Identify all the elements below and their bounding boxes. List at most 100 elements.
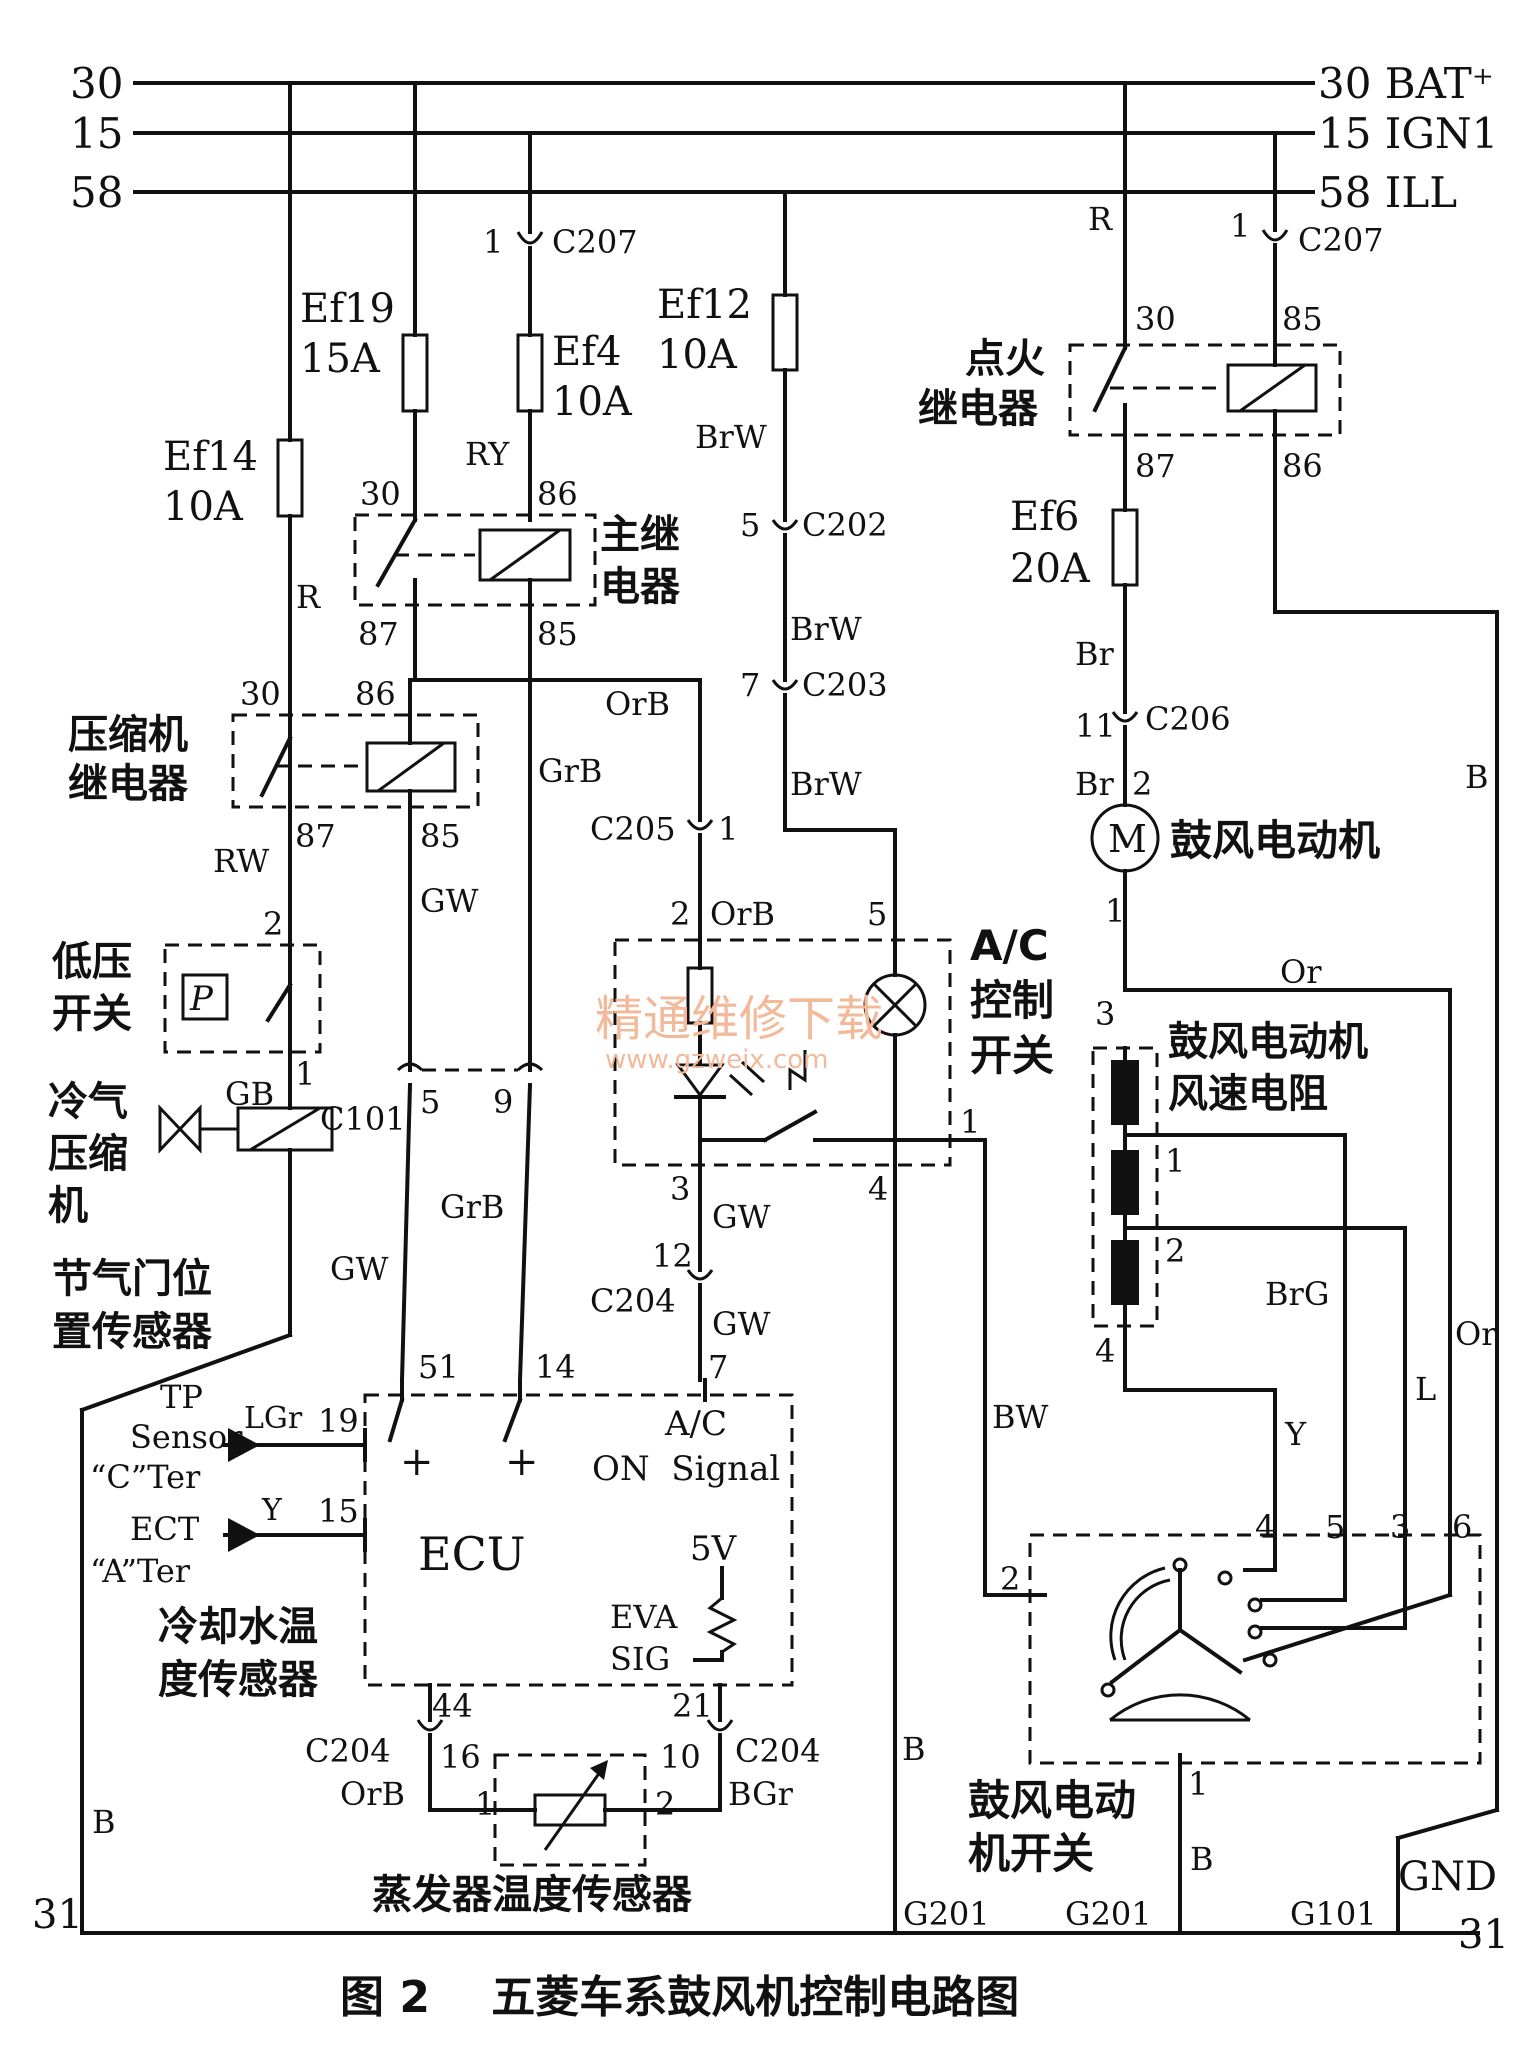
- c207-pin1-left: 1: [483, 223, 503, 261]
- c101-pin5: 5: [420, 1083, 440, 1121]
- comp-relay-pin85: 85: [420, 817, 461, 855]
- gnd-label: GND: [1398, 1854, 1497, 1900]
- wire-orb-upper: OrB: [605, 685, 670, 723]
- wire-brw-1: BrW: [695, 418, 767, 456]
- ef14-branch-wiring: [79, 81, 304, 1935]
- wire-or-top: Or: [1280, 953, 1322, 991]
- blower-switch-pin1: 1: [1188, 1765, 1208, 1803]
- c206-label: C206: [1145, 700, 1231, 738]
- blower-switch-pin3: 3: [1390, 1508, 1410, 1546]
- wire-bw: BW: [992, 1398, 1049, 1436]
- pressure-symbol: P: [189, 979, 214, 1019]
- ground-g101: G101: [1290, 1895, 1377, 1933]
- ef12-name: Ef12: [657, 282, 752, 328]
- ef6-name: Ef6: [1010, 494, 1079, 540]
- wire-gb: GB: [225, 1075, 274, 1113]
- ecu-pin44: 44: [432, 1687, 473, 1725]
- motor-pin1: 1: [1105, 892, 1125, 930]
- ef14-name: Ef14: [163, 434, 258, 480]
- comp-relay-pin30: 30: [240, 675, 281, 713]
- c207-left-label: C207: [552, 223, 638, 261]
- resistor-pin3: 3: [1095, 995, 1115, 1033]
- wire-brw-3: BrW: [790, 765, 862, 803]
- c203-pin7: 7: [740, 666, 760, 704]
- ac-switch-pin3: 3: [670, 1170, 690, 1208]
- wire-r-ign: R: [1088, 200, 1113, 238]
- ecu-sig: SIG: [610, 1640, 670, 1678]
- wire-b-switch: B: [1190, 1840, 1214, 1878]
- ecu-ac-signal-1: A/C: [664, 1404, 727, 1444]
- bus-bat-label: 30 BAT⁺: [1318, 59, 1494, 108]
- c101-pin9: 9: [493, 1083, 513, 1121]
- ef19-rating: 15A: [300, 336, 381, 382]
- wire-brg: BrG: [1265, 1275, 1329, 1313]
- ign-relay-pin85: 85: [1282, 300, 1323, 338]
- ecu-pin21: 21: [672, 1687, 713, 1725]
- ef4-branch-wiring: [516, 131, 544, 1383]
- ac-switch-label-1: A/C: [970, 921, 1049, 970]
- wire-r-ef14: R: [296, 578, 321, 616]
- evaporator-sensor: [416, 1719, 734, 1867]
- main-relay: [353, 513, 597, 607]
- wire-orb-evap: OrB: [340, 1775, 405, 1813]
- resistor-pin2: 2: [1165, 1232, 1185, 1270]
- motor-symbol: M: [1108, 817, 1147, 861]
- ecu-plus-1: +: [400, 1439, 434, 1485]
- c204-pin10: 10: [660, 1738, 701, 1776]
- ecu-pin14: 14: [535, 1348, 576, 1386]
- speed-resistor: [1091, 1046, 1407, 1630]
- ground-31-right-label: 31: [1458, 1912, 1509, 1958]
- bus-58-label: 58: [70, 168, 123, 217]
- c101-label: C101: [320, 1100, 406, 1138]
- bus-ign1-label: 15 IGN1: [1318, 109, 1498, 158]
- bus-30-label: 30: [70, 59, 123, 108]
- c205-label: C205: [590, 810, 676, 848]
- low-pressure-switch: [163, 943, 322, 1054]
- ect-input-label-1: ECT: [130, 1510, 200, 1548]
- ecu-pin7: 7: [708, 1348, 728, 1386]
- blower-switch-label-1: 鼓风电动: [968, 1776, 1136, 1825]
- ecu-ac-signal-2: ON Signal: [592, 1449, 780, 1489]
- main-relay-label-1: 主继: [600, 512, 680, 558]
- wire-brw-2: BrW: [790, 610, 862, 648]
- c204-label-right: C204: [735, 1732, 821, 1770]
- tps-label-2: 置传感器: [52, 1309, 213, 1355]
- c207-right-label: C207: [1298, 221, 1384, 259]
- wire-y-ect: Y: [261, 1493, 283, 1528]
- compressor-label-2: 压缩: [48, 1131, 128, 1177]
- ign-relay-pin30: 30: [1135, 300, 1176, 338]
- main-relay-pin30: 30: [360, 475, 401, 513]
- wire-y-resistor: Y: [1284, 1415, 1307, 1453]
- c204-pin16: 16: [440, 1738, 481, 1776]
- comp-relay-label-2: 继电器: [68, 761, 189, 807]
- wire-gw-ac-2: GW: [712, 1305, 771, 1343]
- wire-b-mid: B: [902, 1730, 926, 1768]
- power-bus: [80, 81, 1480, 1935]
- wire-bgr: BGr: [728, 1775, 794, 1813]
- c206-pin11: 11: [1075, 707, 1116, 745]
- comp-relay-label-1: 压缩机: [68, 712, 188, 758]
- motor-pin2: 2: [1132, 765, 1152, 803]
- ign-relay-label-2: 继电器: [918, 386, 1039, 432]
- ef12-rating: 10A: [657, 332, 738, 378]
- ac-switch-label-3: 开关: [970, 1031, 1054, 1080]
- wire-gw-comp: GW: [420, 882, 479, 920]
- ac-switch-pin1: 1: [960, 1103, 980, 1141]
- low-pressure-label-1: 低压: [52, 939, 132, 985]
- ground-g201-b: G201: [1065, 1895, 1152, 1933]
- bus-ill-label: 58 ILL: [1318, 168, 1457, 217]
- ecu-box: [223, 1378, 794, 1722]
- tps-label-1: 节气门位: [52, 1256, 212, 1302]
- figure-caption: 图 2 五菱车系鼓风机控制电路图: [340, 1972, 1019, 2023]
- wire-b-right: B: [1465, 758, 1489, 796]
- ect-input-label-2: “A”Ter: [90, 1552, 191, 1590]
- ign-relay-label-1: 点火: [965, 336, 1045, 382]
- ign-relay-pin87: 87: [1135, 447, 1176, 485]
- main-relay-pin85: 85: [537, 615, 578, 653]
- comp-relay-pin87: 87: [295, 817, 336, 855]
- ground-g201-a: G201: [903, 1895, 990, 1933]
- ef19-name: Ef19: [300, 286, 395, 332]
- ign-relay-pin86: 86: [1282, 447, 1323, 485]
- c205-pin1: 1: [718, 810, 738, 848]
- bus-15-label: 15: [70, 109, 123, 158]
